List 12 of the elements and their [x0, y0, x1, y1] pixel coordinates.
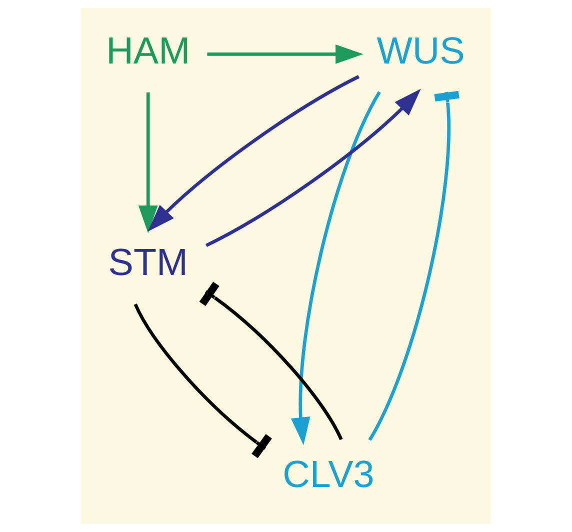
arrow	[207, 44, 364, 64]
arrow	[148, 75, 360, 232]
node-text: WUS	[376, 29, 465, 72]
node-text: HAM	[106, 29, 190, 72]
node-text: STM	[108, 241, 188, 284]
node-text: CLV3	[282, 453, 374, 496]
arrow	[290, 91, 381, 446]
connector	[368, 90, 460, 441]
connector	[199, 282, 343, 440]
arrow	[138, 92, 158, 234]
arrow	[205, 88, 421, 247]
connector	[134, 304, 272, 458]
